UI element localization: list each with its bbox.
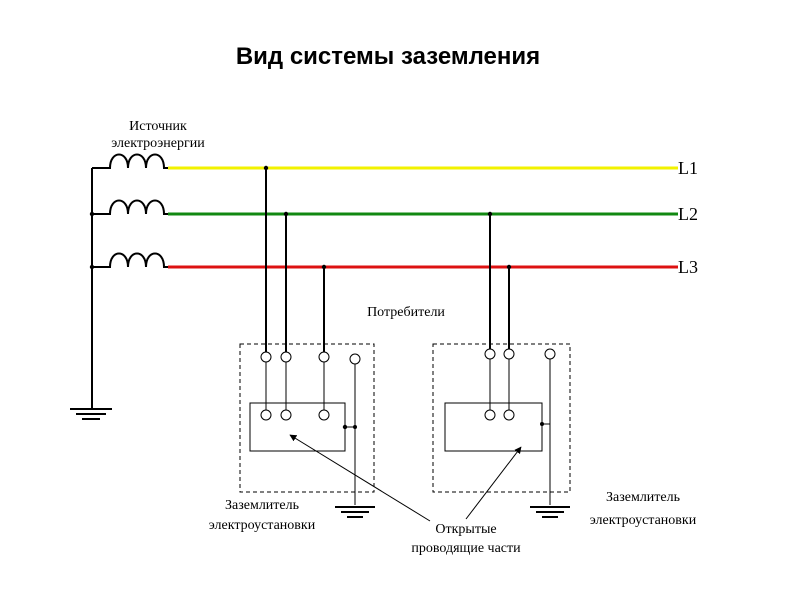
- diagram-title: Вид системы заземления: [236, 43, 540, 70]
- terminal: [503, 409, 515, 421]
- consumer-right-ground-symbol: [530, 506, 570, 518]
- ground-electrode-right-line2: электроустановки: [590, 513, 697, 528]
- source-windings: [92, 153, 168, 268]
- terminal: [484, 348, 496, 360]
- terminal: [280, 351, 292, 363]
- ground-electrode-right-line1: Заземлитель: [606, 490, 680, 505]
- node-dot: [89, 211, 95, 217]
- phase-label-l3: L3: [678, 257, 698, 277]
- terminal: [503, 348, 515, 360]
- phase-label-l2: L2: [678, 204, 698, 224]
- terminal: [260, 409, 272, 421]
- consumers-label: Потребители: [367, 305, 445, 320]
- pe-terminal: [349, 353, 361, 365]
- phase-label-l1: L1: [678, 158, 698, 178]
- source-label-line1: Источник: [129, 119, 187, 134]
- ground-electrode-left-line1: Заземлитель: [225, 498, 299, 513]
- consumer-left-ground-symbol: [335, 506, 375, 518]
- consumer-left: [239, 165, 375, 518]
- exposed-parts-line1: Открытые: [435, 522, 496, 537]
- source-label-line2: электроэнергии: [111, 136, 205, 151]
- winding-l1: [92, 153, 168, 169]
- terminal: [260, 351, 272, 363]
- source-ground-symbol: [70, 408, 112, 420]
- pe-terminal: [544, 348, 556, 360]
- winding-l3: [92, 252, 168, 268]
- winding-l2: [92, 199, 168, 215]
- exposed-parts-arrow-right: [465, 446, 522, 520]
- terminal: [318, 409, 330, 421]
- terminal: [280, 409, 292, 421]
- exposed-parts-arrow-left: [289, 434, 431, 522]
- ground-electrode-left-line2: электроустановки: [209, 518, 316, 533]
- exposed-parts-line2: проводящие части: [411, 541, 521, 556]
- terminal: [484, 409, 496, 421]
- consumer-right-enclosure: [432, 343, 571, 493]
- node-dot: [89, 264, 95, 270]
- consumer-right-load-box: [444, 402, 543, 452]
- terminal: [318, 351, 330, 363]
- consumer-left-enclosure: [239, 343, 375, 493]
- consumer-right: [432, 211, 571, 518]
